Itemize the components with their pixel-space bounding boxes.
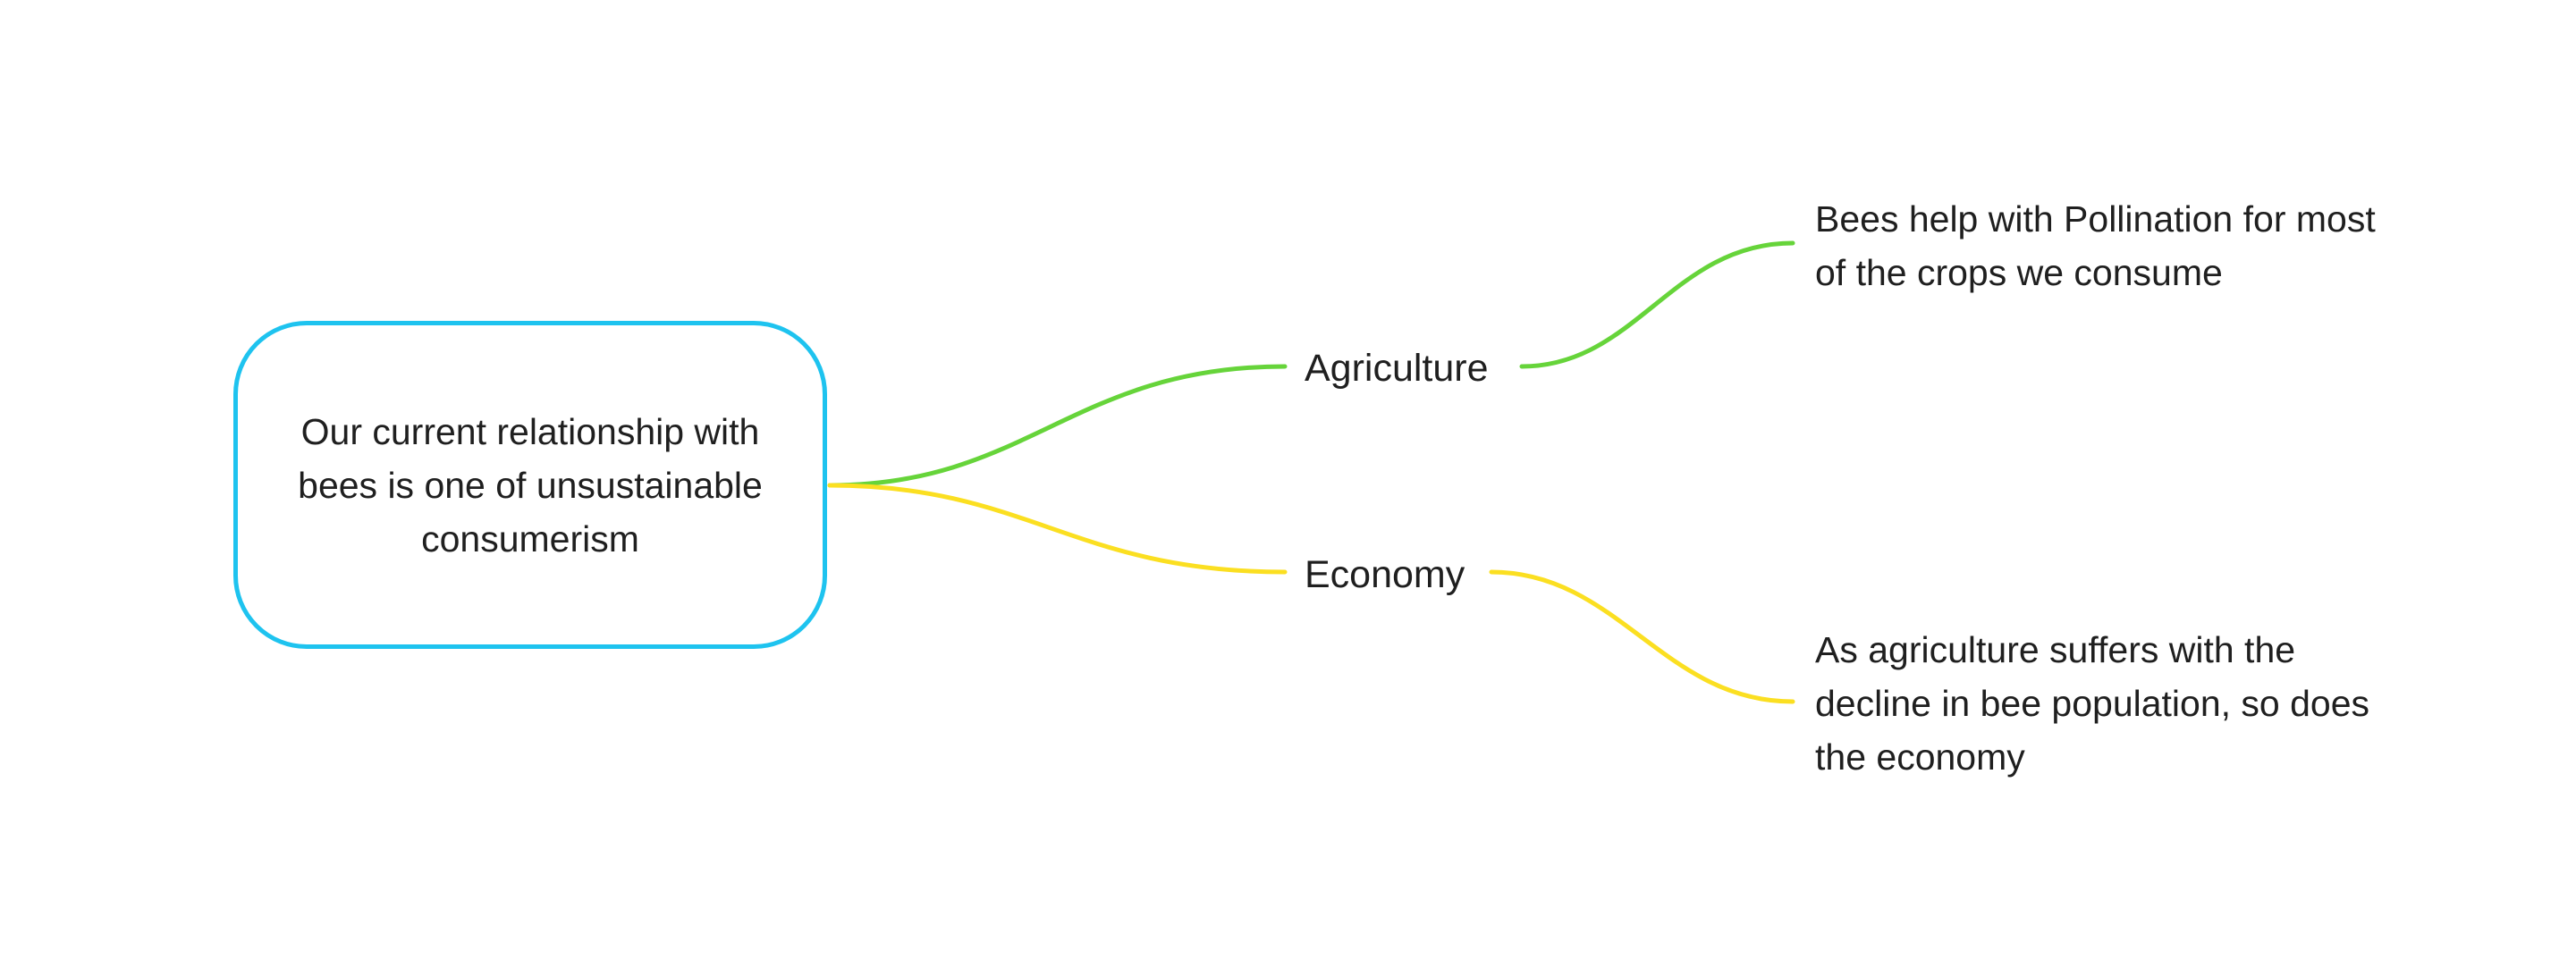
branch-economy-label[interactable]: Economy <box>1305 553 1465 596</box>
root-topic-text: Our current relationship with bees is on… <box>298 410 763 560</box>
connector-economy-leaf <box>1489 569 1795 704</box>
leaf-agriculture-text[interactable]: Bees help with Pollination for most of t… <box>1815 198 2376 293</box>
root-topic-node[interactable]: Our current relationship with bees is on… <box>233 321 827 649</box>
connector-root-agriculture <box>827 364 1288 488</box>
connector-agriculture-leaf <box>1519 240 1795 369</box>
branch-agriculture-label[interactable]: Agriculture <box>1305 347 1489 390</box>
leaf-economy-text[interactable]: As agriculture suffers with the decline … <box>1815 629 2370 778</box>
connector-root-economy <box>827 483 1288 575</box>
